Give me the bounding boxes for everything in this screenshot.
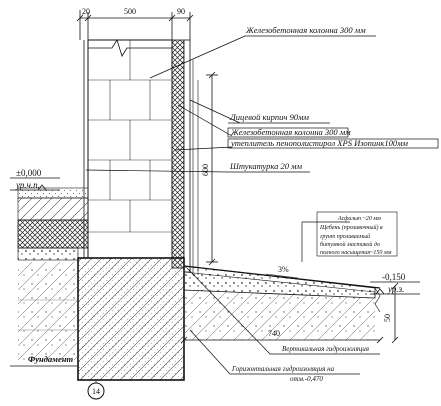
ground-level-mark (370, 281, 420, 295)
label-facing-brick: Лицевой кирпич 90мм (229, 112, 310, 122)
axis-marker-label: 14 (92, 387, 100, 396)
label-asphalt-5: полного насыщения~150 мм (320, 250, 392, 256)
label-horizontal-waterproofing-2: отм.-0,470 (290, 375, 323, 383)
label-asphalt-1: Асфальт ~20 мм (337, 215, 381, 222)
label-asphalt-4: битумной мастикой до (320, 241, 380, 248)
dim-bottom: 740 (268, 329, 280, 338)
floor-slab (17, 187, 89, 261)
label-insulation: утеплитель пенополистирол XPS Изопинк100… (230, 138, 409, 148)
label-frame (227, 138, 439, 149)
dim-top-left: 20 (82, 7, 90, 16)
ground-level-label: ур.з. (387, 284, 404, 294)
label-column-top: Железобетонная колонна 300 мм (245, 25, 366, 35)
top-dimension-chain (76, 10, 194, 40)
vertical-dimension (206, 71, 218, 266)
slope-label: 3% (278, 265, 289, 274)
leader-lines (10, 35, 380, 384)
floor-level-value: ±0,000 (16, 168, 42, 178)
label-foundation: Фундамент (28, 354, 73, 364)
label-horizontal-waterproofing-1: Горизонтальная гидроизоляция на (231, 365, 335, 373)
wall-column (87, 39, 173, 259)
facing-brick-layer (183, 39, 191, 273)
floor-level-mark (10, 177, 60, 191)
soil-left (18, 262, 78, 360)
label-plaster: Штукатурка 20 мм (229, 161, 303, 171)
ground-level-value: -0,150 (382, 272, 406, 282)
label-column-mid: Железобетонная колонна 300 мм (230, 127, 351, 137)
right-dimension (391, 282, 399, 344)
foundation-block (77, 257, 185, 381)
dim-top-right: 90 (177, 7, 185, 16)
dim-vertical: 600 (201, 164, 210, 176)
axis-marker-circle (87, 382, 105, 400)
label-asphalt-2: Щебень (проливочный) в (319, 224, 383, 231)
dim-right: 50 (383, 314, 392, 322)
dim-top-mid: 500 (124, 7, 136, 16)
floor-level-label: ур.ч.п. (15, 180, 40, 190)
blind-area (183, 265, 381, 340)
label-vertical-waterproofing: Вертикальная гидроизоляция (282, 345, 369, 353)
label-asphalt-3: грунт проливаемый (320, 233, 370, 240)
bottom-dimension (180, 336, 384, 344)
asphalt-note-frame (316, 211, 398, 257)
label-frame (227, 127, 349, 138)
insulation-layer (171, 39, 185, 269)
